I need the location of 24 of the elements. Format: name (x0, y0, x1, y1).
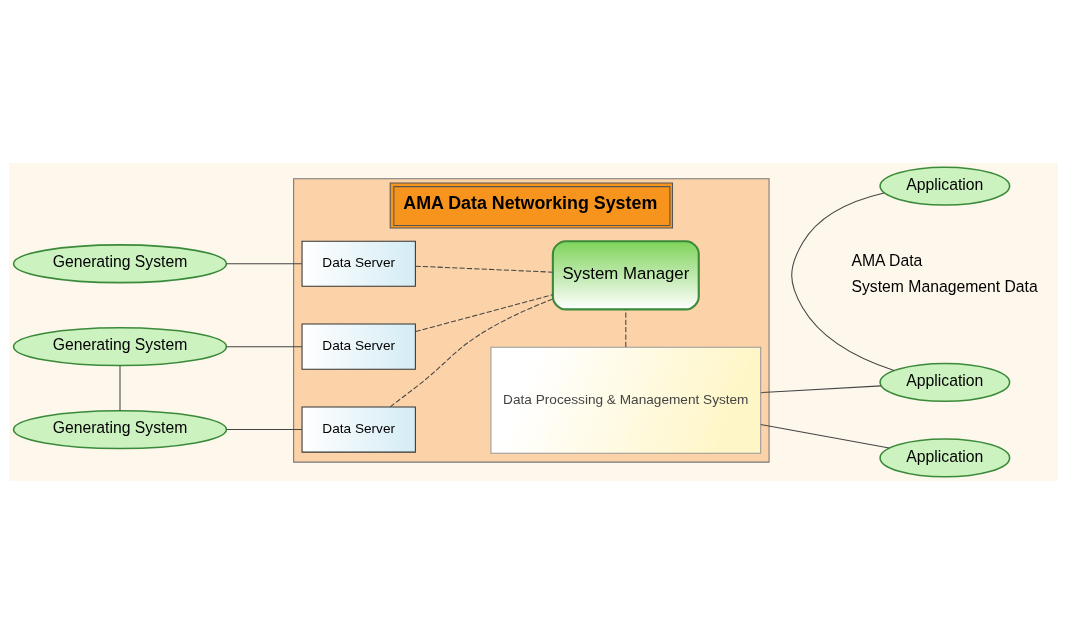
connector (760, 384, 882, 393)
node-ellipse: Generating System (12, 243, 228, 283)
node-ellipse: Generating System (12, 409, 228, 449)
node-box: Data Processing & Management System (490, 346, 762, 454)
node-ellipse: Application (879, 437, 1011, 478)
node-box: Data Server (301, 406, 416, 453)
node-box: Data Server (301, 240, 416, 287)
connector (791, 191, 895, 371)
legend-label: System Management Data (851, 277, 1038, 295)
connector (625, 308, 627, 348)
node-box: Data Server (301, 323, 416, 370)
node-ellipse: Application (879, 165, 1011, 206)
connector (760, 423, 890, 448)
connector (415, 265, 554, 273)
connector (119, 364, 121, 411)
node-ellipse: Generating System (12, 326, 228, 366)
connector (226, 262, 303, 264)
connector (226, 345, 303, 347)
node-box: System Manager (551, 239, 700, 310)
legend-label: AMA Data (851, 251, 923, 269)
connector (415, 293, 554, 332)
node-ellipse: Application (879, 362, 1011, 402)
connector (226, 428, 303, 430)
connector (389, 298, 554, 407)
